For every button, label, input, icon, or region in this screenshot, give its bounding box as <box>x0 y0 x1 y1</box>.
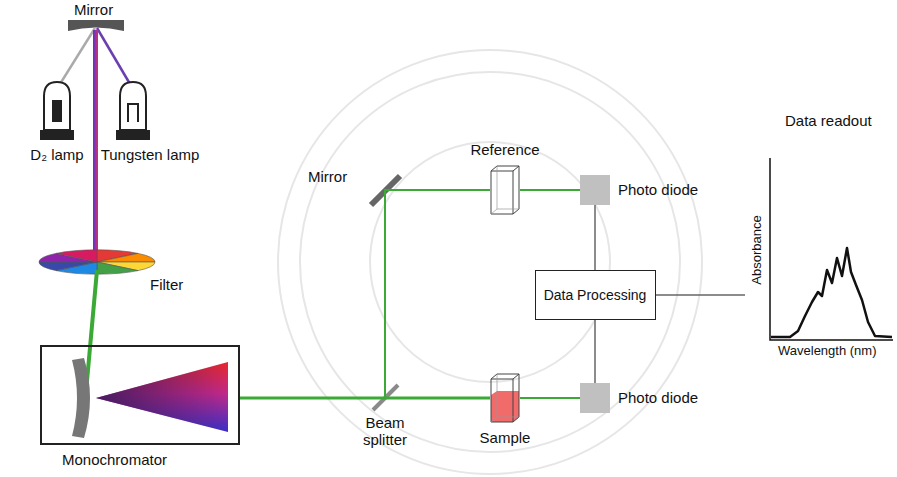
art-part <box>116 130 150 140</box>
part-label: Beam splitter <box>349 414 421 449</box>
light-beam <box>93 30 98 256</box>
absorbance-spectrum <box>771 248 892 337</box>
filter-segment <box>97 262 138 274</box>
art-part <box>52 100 62 122</box>
signal-wire <box>656 294 746 296</box>
node-label: Sample <box>480 429 531 446</box>
lamp-ray <box>60 28 95 84</box>
light-path <box>240 397 490 400</box>
dispersed-spectrum-shade <box>96 362 228 432</box>
sample-liquid <box>491 391 519 422</box>
light-path <box>520 189 580 191</box>
part-label: Mirror <box>308 168 347 185</box>
light-path <box>520 397 580 399</box>
cuvette-edge <box>491 374 519 422</box>
d2-lamp <box>40 82 74 140</box>
cuvette-edge <box>491 166 519 214</box>
art-part <box>370 142 610 382</box>
cuvette-edge <box>491 374 519 422</box>
axis-label: Absorbance <box>750 215 765 284</box>
light-path <box>240 190 490 398</box>
photo-diode: Photo diode <box>580 175 610 205</box>
lamp-ray <box>97 28 130 84</box>
part-label: D₂ lamp <box>30 146 83 163</box>
cuvette-edge <box>491 166 519 214</box>
cuvette-outline <box>490 165 520 215</box>
node-label: Monochromator <box>62 451 167 468</box>
reference-cuvette: Reference <box>490 165 520 215</box>
part-label: Filter <box>150 276 183 293</box>
data-readout: Data readoutAbsorbanceWavelength (nm) <box>745 112 895 362</box>
filter-segment <box>39 262 97 271</box>
sample-cuvette: Sample <box>490 373 520 423</box>
processing-box: Data Processing <box>535 270 656 320</box>
node-label: Reference <box>470 141 539 158</box>
art-part <box>128 104 138 122</box>
cuvette-outline <box>490 373 520 423</box>
signal-wire <box>594 320 596 383</box>
chart-axes <box>770 158 893 340</box>
monochromator-housing: Monochromator <box>40 345 240 445</box>
art-part <box>278 50 702 474</box>
grating-mirror <box>72 358 90 438</box>
node-label: Photo diode <box>618 181 698 198</box>
concave-mirror <box>68 20 124 31</box>
filter-segment <box>97 253 155 262</box>
node-label: Data Processing <box>544 287 647 303</box>
part-label: Tungsten lamp <box>101 146 200 163</box>
photo-diode: Photo diode <box>580 383 610 413</box>
part-label: Mirror <box>74 1 113 18</box>
art-part <box>40 130 74 140</box>
node-label: Photo diode <box>618 389 698 406</box>
watermark-seal <box>278 50 702 474</box>
axis-label: Wavelength (nm) <box>778 344 877 359</box>
art-part <box>120 82 146 130</box>
tungsten-lamp <box>116 82 150 140</box>
filter-segment <box>56 250 97 262</box>
signal-wire <box>594 205 596 270</box>
node-label: Data readout <box>785 112 872 129</box>
art-part <box>44 82 70 130</box>
dispersed-spectrum <box>96 362 228 432</box>
